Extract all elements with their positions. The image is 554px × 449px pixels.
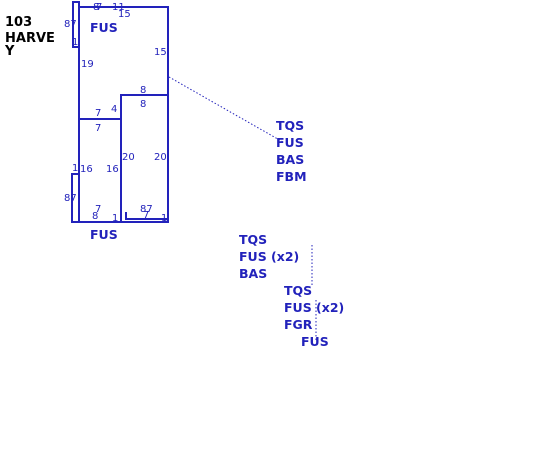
dim-label: 1	[72, 37, 78, 48]
dim-label: 11	[112, 2, 125, 13]
leader-line	[168, 76, 284, 143]
dim-label: 8	[140, 85, 146, 96]
dim-label: 16	[106, 164, 119, 175]
dim-label: 87	[140, 204, 153, 215]
lower-right-section-outline	[120, 94, 169, 223]
legend-item: FBM	[276, 169, 307, 184]
section-label-top: FUS	[90, 20, 118, 35]
dim-label: 16	[80, 164, 93, 175]
dim-label: 7	[143, 210, 149, 221]
bottom-section-dimensions: 20 20 1 16 16 87 7 8 1 87 7 1	[64, 152, 167, 224]
legend-item: BAS	[276, 152, 304, 167]
dim-label: 20	[154, 152, 167, 163]
dim-label: 7	[95, 108, 101, 119]
legend-group-2: TQS FUS (x2) BAS	[239, 232, 299, 281]
dim-label: 15	[118, 9, 131, 20]
dim-label: 15	[154, 47, 167, 58]
address-line-3: Y	[4, 44, 15, 59]
dim-label: 7	[95, 123, 101, 134]
legend-item: TQS	[276, 118, 304, 133]
legend-item: FUS (x2)	[284, 300, 344, 315]
dim-label: 1	[161, 213, 167, 224]
dim-label: 8	[140, 99, 146, 110]
dim-label: 87	[64, 193, 77, 204]
dim-label: 8	[92, 211, 98, 222]
address-line-1: 103	[5, 15, 32, 30]
legend-item: BAS	[239, 266, 267, 281]
dim-label: 1	[112, 213, 118, 224]
dim-label: 4	[111, 104, 117, 115]
section-label-bottom: FUS	[90, 227, 118, 242]
dim-label: 20	[122, 152, 135, 163]
legend-item: TQS	[284, 283, 312, 298]
dim-label: 19	[81, 59, 94, 70]
top-left-bump-outline	[72, 1, 80, 48]
dim-label: 87	[64, 19, 77, 30]
bottom-right-bump-outline	[125, 212, 168, 220]
property-address: 103 HARVE Y	[4, 15, 55, 59]
address-line-2: HARVE	[5, 31, 55, 46]
legend-item: FUS	[301, 334, 329, 349]
dim-label: 1	[72, 163, 78, 174]
building-outline	[71, 1, 169, 223]
legend-item: FGR	[284, 317, 313, 332]
dim-label: 7	[96, 2, 102, 13]
legend-item: TQS	[239, 232, 267, 247]
legend-item: FUS	[276, 135, 304, 150]
dim-label: 8	[93, 2, 99, 13]
legend-group-1: TQS FUS BAS FBM	[276, 118, 307, 184]
top-section-dimensions: 8 7 11 15 87 1 15 19 8 8 4 7 7	[64, 2, 167, 134]
legend-group-3: TQS FUS (x2) FGR FUS	[284, 283, 344, 349]
dim-label: 7	[95, 204, 101, 215]
legend-item: FUS (x2)	[239, 249, 299, 264]
bottom-left-bump-outline	[71, 173, 79, 223]
